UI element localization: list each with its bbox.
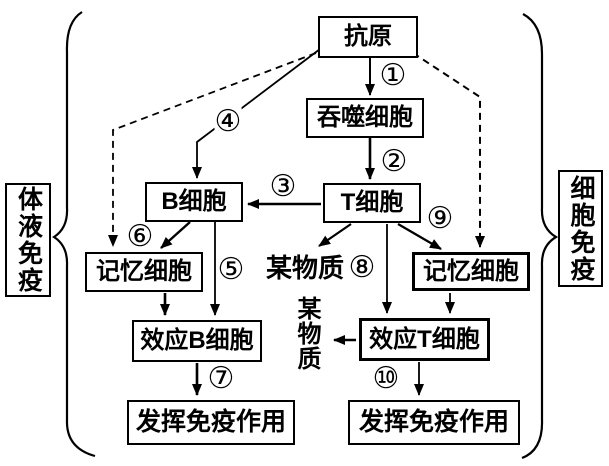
immune-function-right-node: 发挥免疫作用 — [348, 400, 520, 445]
humoral-immunity-label: 体液免疫 — [5, 183, 51, 297]
arrow-tcell-to-substance — [318, 223, 352, 247]
step-6-badge: ⑥ — [126, 219, 154, 254]
effector-t-cell-node: 效应T细胞 — [359, 318, 490, 361]
step-10-badge: ⑩ — [372, 361, 400, 396]
substance-left-label: 某物质 — [293, 296, 320, 371]
substance-mid-label: 某物质 — [266, 253, 345, 283]
step-2-badge: ② — [380, 144, 408, 179]
step-8-badge: ⑧ — [348, 250, 376, 285]
dashed-antigen-to-right-memory — [412, 52, 485, 248]
step-4-badge: ④ — [214, 104, 242, 139]
cellular-immunity-label: 细胞免疫 — [558, 170, 603, 287]
arrow-tcell-to-memory — [397, 223, 442, 250]
b-cell-node: B细胞 — [145, 182, 243, 222]
step-9-badge: ⑨ — [426, 201, 454, 236]
immune-function-left-node: 发挥免疫作用 — [127, 400, 295, 445]
dashed-antigen-to-left-memory — [108, 52, 317, 247]
arrow-bcell-to-memory — [160, 221, 191, 249]
step-3-badge: ③ — [269, 169, 297, 204]
antigen-node: 抗原 — [318, 16, 418, 58]
phagocyte-node: 吞噬细胞 — [306, 98, 424, 138]
step-7-badge: ⑦ — [207, 361, 235, 396]
arrow-antigen-to-bcell — [192, 48, 321, 179]
memory-cell-left-node: 记忆细胞 — [85, 252, 203, 292]
memory-cell-right-node: 记忆细胞 — [412, 252, 530, 291]
left-brace — [51, 11, 96, 458]
effector-b-cell-node: 效应B细胞 — [132, 320, 262, 362]
t-cell-node: T细胞 — [323, 183, 421, 223]
step-5-badge: ⑤ — [217, 252, 245, 287]
right-brace — [521, 13, 559, 460]
step-1-badge: ① — [379, 58, 407, 93]
